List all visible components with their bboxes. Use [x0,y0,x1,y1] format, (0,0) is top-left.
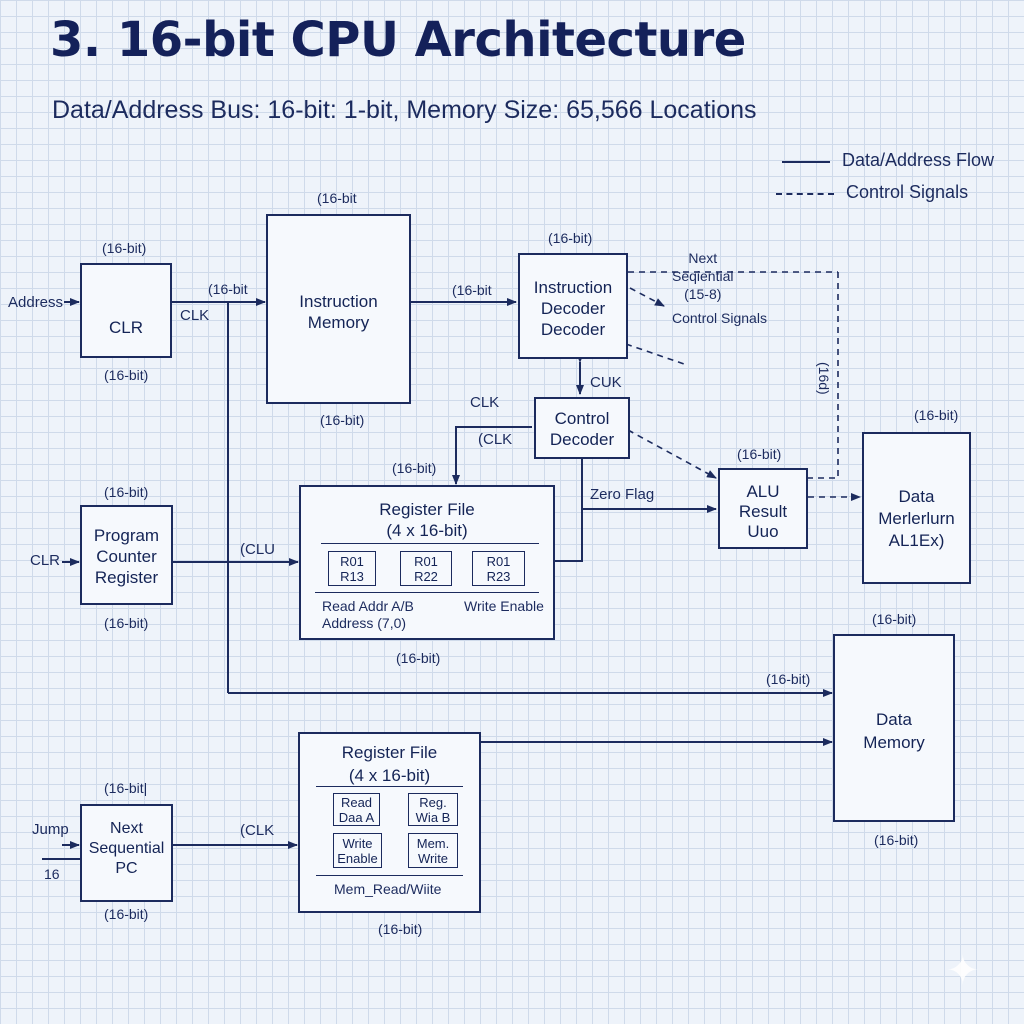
instruction-memory-block: Instruction Memory [266,214,411,404]
next-sequential-label: Next Seqiential (15-8) [672,250,734,302]
clr-input-label: CLR [30,552,61,569]
next-pc-width-bottom: (16-bit) [104,906,149,922]
instruction-memory-label: Instruction Memory [299,292,378,332]
clr-width-top: (16-bit) [102,240,147,256]
register-r01-r23: R01 R23 [472,551,525,586]
regfile2-width-bottom: (16-bit) [378,921,423,937]
imem-width-bottom: (16-bit) [320,412,365,428]
zero-flag-label: Zero Flag [590,486,655,503]
legend-solid-line [782,161,830,163]
bus-dmem-width: (16-bit) [766,671,811,687]
wire-clk-ctrl-regfile [452,426,532,485]
next-sequential-pc-block: Next Sequential PC [80,804,173,902]
register-r01-r13: R01 R13 [328,551,376,586]
dmem-width-top: (16-bit) [872,611,917,627]
write-enable-label: Write Enable [464,598,544,614]
program-counter-register-block: Program Counter Register [80,505,173,605]
pc-width-top: (16-bit) [104,484,149,500]
alu-width-top: (16-bit) [737,446,782,462]
sparkle-icon: ✦ [946,949,980,993]
control-decoder-block: Control Decoder [534,397,630,459]
input-16-label: 16 [44,866,60,882]
page-title: 3. 16-bit CPU Architecture [50,12,746,68]
mem-write-cell: Mem. Write [408,833,458,868]
pc-width-bottom: (16-bit) [104,615,149,631]
instruction-decoder-block: Instruction Decoder Decoder [518,253,628,359]
regfile-width-bottom: (16-bit) [396,650,441,666]
data-mer-width-top: (16-bit) [914,407,959,423]
alu-label: ALU Result Uuo [738,482,788,541]
address-label: Address [8,294,64,311]
vertical-16-label: (16d) [816,362,832,395]
clk-label-mid: CLK [470,394,500,411]
clr-block: CLR [80,263,172,358]
clk-paren-label-2: (CLK [240,822,275,839]
register-file-divider-2 [315,592,539,593]
ctrl-right-drop [808,272,839,479]
register-file-title: Register File (4 x 16-bit) [379,500,475,540]
dmem-width-bottom: (16-bit) [874,832,919,848]
jump-label: Jump [32,821,69,838]
data-merlerlurn-block: Data Merlerlurn AL1Ex) [862,432,971,584]
next-pc-width-top: (16-bit| [104,780,148,796]
imem-idec-width: (16-bit [452,282,492,298]
control-decoder-label: Control Decoder [549,409,615,449]
mem-read-write-label: Mem_Read/Wiite [334,881,442,897]
bus-width-label: (16-bit [208,281,248,297]
next-pc-label: Next Sequential PC [88,820,165,877]
data-merlerlurn-label: Data Merlerlurn AL1Ex) [878,487,955,550]
instruction-decoder-label: Instruction Decoder Decoder [533,278,613,339]
write-enable-cell: Write Enable [333,833,382,868]
wire-ctrl-to-alu [555,458,583,562]
register-file-2-title: Register File (4 x 16-bit) [341,743,438,785]
idec-width-top: (16-bit) [548,230,593,246]
clk-label-left: CLK [180,307,210,324]
register-file-divider [321,543,539,544]
reg-wia-b-cell: Reg. Wia B [408,793,458,826]
pc-register-label: Program Counter Register [93,526,160,587]
register-file-2-block: Register File (4 x 16-bit) Read Daa A Re… [298,732,481,913]
legend-data-flow: Data/Address Flow [842,150,995,170]
clr-width-bottom: (16-bit) [104,367,149,383]
alu-block: ALU Result Uuo [718,468,808,549]
register-file-block: Register File (4 x 16-bit) R01 R13 R01 R… [299,485,555,640]
control-signals-label: Control Signals [672,310,767,326]
ctrl-dec-to-alu [627,429,717,479]
legend-control-signals: Control Signals [846,182,969,202]
legend-dashed-line [776,193,834,195]
clr-block-label: CLR [108,318,143,337]
ctrl-to-next [629,287,665,307]
page-subtitle: Data/Address Bus: 16-bit: 1-bit, Memory … [52,96,757,124]
data-memory-label: Data Memory [863,710,925,752]
register-file-2-divider [316,786,463,787]
read-addr-label: Read Addr A/B Address (7,0) [322,598,414,631]
ctrl-idec-diag [625,343,685,365]
clk-paren-label: (CLK [478,431,513,448]
register-r01-r22: R01 R22 [400,551,452,586]
clu-label: (CLU [240,541,276,558]
data-memory-block: Data Memory [833,634,955,822]
imem-width-top: (16-bit [317,190,357,206]
cluk-label: CUK [590,374,622,391]
register-file-2-divider-2 [316,875,463,876]
regfile-width-top: (16-bit) [392,460,437,476]
read-data-a-cell: Read Daa A [333,793,380,826]
